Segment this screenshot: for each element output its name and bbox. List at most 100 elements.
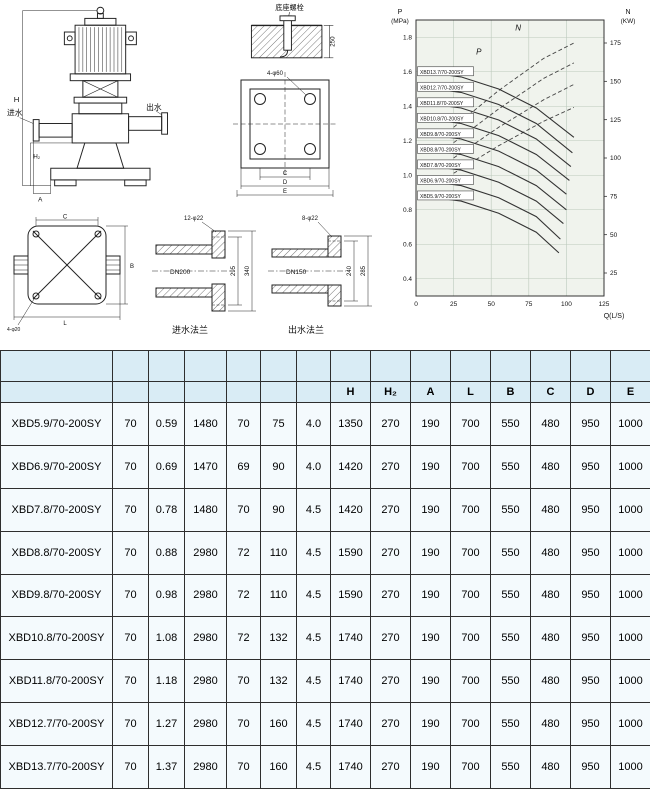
base-plate-plan-drawing: 4-φ60 C D E — [233, 71, 337, 197]
model-cell: XBD10.8/70-200SY — [0, 616, 113, 661]
value-cell: 950 — [570, 616, 611, 661]
value-cell: 1.08 — [148, 616, 185, 661]
curve-label-box — [417, 97, 474, 108]
dim-250-label: 250 — [329, 36, 336, 47]
x-tick-label: 75 — [525, 301, 533, 308]
y-left-axis-unit: (MPa) — [391, 18, 409, 25]
value-cell: 1000 — [610, 487, 650, 532]
value-cell: 190 — [410, 659, 451, 704]
value-cell: 700 — [450, 745, 491, 789]
value-cell: 72 — [226, 530, 261, 575]
value-cell: 4.5 — [296, 702, 331, 746]
dim-a-label: A — [38, 196, 43, 203]
header-cell — [610, 350, 650, 382]
header-cell — [530, 350, 571, 382]
inplot-label: P — [476, 48, 482, 57]
model-cell: XBD13.7/70-200SY — [0, 745, 113, 789]
value-cell: 950 — [570, 745, 611, 789]
dimension-lines — [344, 235, 372, 307]
curve-label-box — [417, 190, 474, 201]
y-left-tick-label: 0.6 — [403, 241, 412, 248]
curve-label-text: XBD6.9/70-200SY — [420, 178, 462, 184]
leader-line — [317, 221, 333, 238]
holes-label: 8-φ22 — [302, 216, 319, 222]
value-cell: 190 — [410, 530, 451, 575]
dimension-lines — [13, 217, 128, 326]
dim-l-label: L — [63, 321, 67, 327]
model-cell: XBD11.8/70-200SY — [0, 659, 113, 704]
value-cell: 480 — [530, 444, 571, 489]
value-cell: 190 — [410, 702, 451, 746]
value-cell: 90 — [260, 487, 297, 532]
dim-bolt-circle-label: 295 — [231, 265, 237, 276]
value-cell: 70 — [112, 573, 149, 618]
curve-label-box — [417, 113, 474, 123]
outlet-flange-drawing: 8-φ22 DN150 240 285 出水法兰 — [268, 216, 372, 335]
value-cell: 480 — [530, 573, 571, 618]
value-cell: 950 — [570, 444, 611, 489]
value-cell: 2980 — [184, 745, 227, 789]
value-cell: 1470 — [184, 444, 227, 489]
header-cell — [490, 350, 531, 382]
value-cell: 700 — [450, 487, 491, 532]
curve-label-box — [417, 128, 474, 139]
leader-line — [286, 76, 307, 96]
value-cell: 950 — [570, 702, 611, 746]
y-left-tick-label: 1.4 — [403, 103, 412, 110]
value-cell: 700 — [450, 616, 491, 661]
y-left-tick-label: 1.8 — [403, 34, 412, 41]
value-cell: 1740 — [330, 659, 371, 704]
value-cell: 1000 — [610, 616, 650, 661]
value-cell: 270 — [370, 659, 411, 704]
value-cell: 950 — [570, 530, 611, 575]
y-left-axis-title: P — [398, 9, 403, 16]
dim-bolt-circle-label: 240 — [347, 265, 353, 276]
value-cell: 1000 — [610, 702, 650, 746]
leader-line — [201, 221, 217, 233]
value-cell: 69 — [226, 444, 261, 489]
value-cell: 70 — [226, 659, 261, 704]
dim-c-label: C — [283, 171, 288, 177]
dim-outer-label: 340 — [245, 265, 251, 276]
pump-front-view-drawing: H H₂ A 进水 出水 — [7, 6, 169, 203]
value-cell: 190 — [410, 573, 451, 618]
header-cell — [112, 381, 149, 403]
curve-label: XBD10.8/70-200SY — [417, 113, 474, 123]
value-cell: 1000 — [610, 745, 650, 789]
dim-c-label: C — [63, 215, 68, 221]
header-cell — [226, 350, 261, 382]
value-cell: 190 — [410, 444, 451, 489]
value-cell: 550 — [490, 573, 531, 618]
outlet-label: 出水 — [146, 102, 162, 112]
value-cell: 70 — [112, 702, 149, 746]
value-cell: 480 — [530, 659, 571, 704]
value-cell: 480 — [530, 530, 571, 575]
value-cell: 4.5 — [296, 487, 331, 532]
dim-h2-label: H₂ — [33, 154, 41, 161]
x-axis-title: Q(L/S) — [604, 313, 625, 320]
outlet-flange-caption: 出水法兰 — [288, 324, 324, 335]
header-cell — [184, 381, 227, 403]
value-cell: 270 — [370, 530, 411, 575]
value-cell: 4.0 — [296, 444, 331, 489]
header-cell — [296, 350, 331, 382]
model-cell: XBD7.8/70-200SY — [0, 487, 113, 532]
y-right-tick-label: 25 — [610, 270, 618, 277]
value-cell: 0.98 — [148, 573, 185, 618]
header-cell — [410, 350, 451, 382]
dim-d-label: D — [283, 180, 288, 186]
curve-label-box — [417, 81, 474, 92]
value-cell: 2980 — [184, 616, 227, 661]
header-cell: C — [530, 381, 571, 403]
header-cell — [148, 381, 185, 403]
value-cell: 90 — [260, 444, 297, 489]
model-cell: XBD6.9/70-200SY — [0, 444, 113, 489]
value-cell: 270 — [370, 745, 411, 789]
y-right-tick-label: 150 — [610, 79, 621, 86]
header-cell: H — [330, 381, 371, 403]
